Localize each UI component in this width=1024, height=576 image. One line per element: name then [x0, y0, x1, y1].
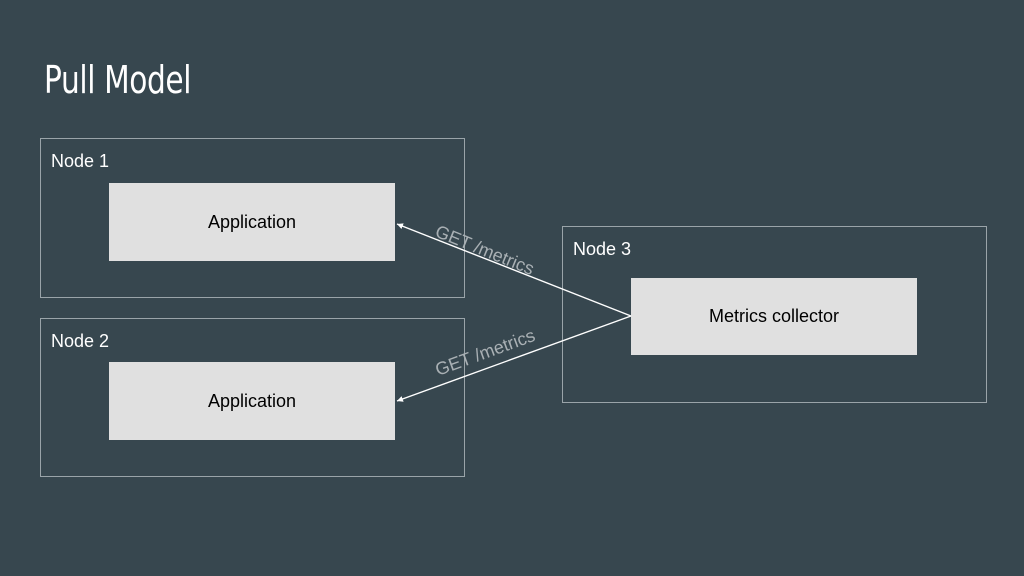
slide-title: Pull Model	[44, 58, 192, 102]
node-1-label: Node 1	[51, 151, 110, 171]
node-2-label: Node 2	[51, 331, 110, 351]
node-1-container: Node 1	[40, 138, 465, 298]
node-1-application-box: Application	[109, 183, 395, 261]
node-3-label: Node 3	[573, 239, 632, 259]
metrics-collector-box: Metrics collector	[631, 278, 917, 355]
node-2-application-box: Application	[109, 362, 395, 440]
